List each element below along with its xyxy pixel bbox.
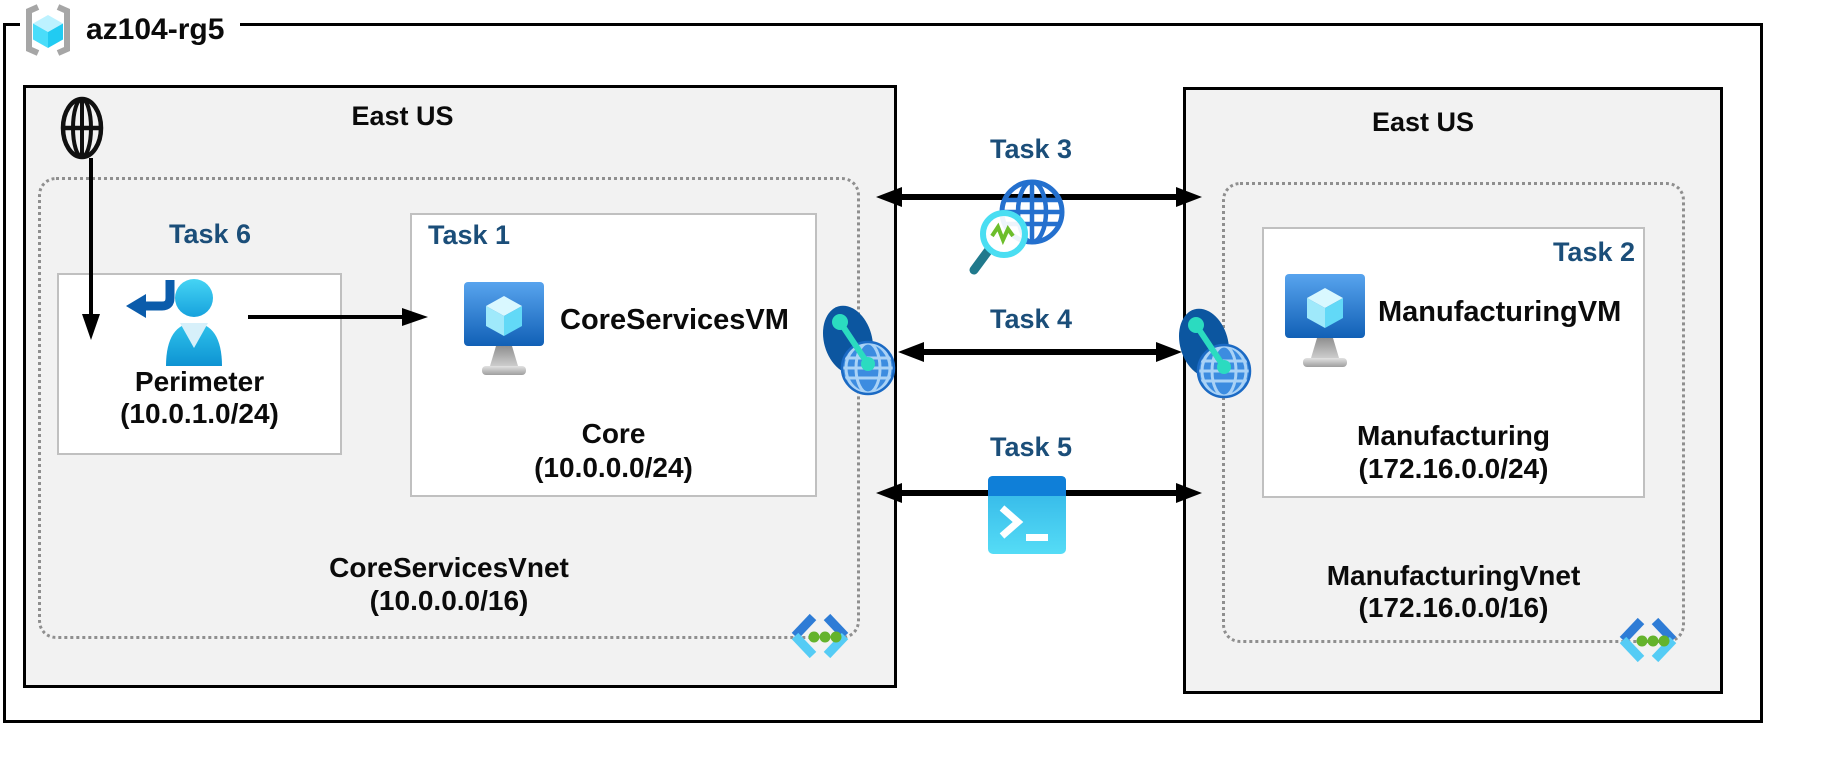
task3-label: Task 3 xyxy=(989,134,1073,164)
code-brackets-icon xyxy=(787,612,853,660)
cloud-shell-icon xyxy=(988,476,1066,554)
left-region-label: East US xyxy=(351,101,454,131)
task3-double-arrow xyxy=(876,185,1202,209)
task4-double-arrow xyxy=(898,340,1182,364)
code-brackets-icon xyxy=(1615,616,1681,664)
resource-group-border xyxy=(3,23,1763,723)
user-return-icon xyxy=(118,276,238,366)
perimeter-subnet-name: Perimeter xyxy=(134,366,265,397)
internet-to-perimeter-arrow xyxy=(79,158,103,342)
task2-label: Task 2 xyxy=(1552,237,1635,267)
right-vnet-box xyxy=(1222,182,1685,643)
core-subnet-box xyxy=(410,213,817,497)
internet-globe-icon xyxy=(60,96,104,160)
vnet-peering-icon xyxy=(1178,305,1252,405)
mfg-subnet-name: Manufacturing xyxy=(1357,420,1550,451)
core-vm-name: CoreServicesVM xyxy=(560,304,789,336)
left-vnet-cidr: (10.0.0.0/16) xyxy=(369,585,529,616)
core-subnet-cidr: (10.0.0.0/24) xyxy=(534,452,693,483)
right-vnet-name: ManufacturingVnet xyxy=(1326,560,1581,591)
left-vnet-box xyxy=(38,177,860,639)
network-watcher-icon xyxy=(960,170,1082,278)
resource-group-name: az104-rg5 xyxy=(86,13,225,46)
task1-label: Task 1 xyxy=(428,220,511,250)
virtual-machine-icon xyxy=(462,280,546,380)
virtual-machine-icon xyxy=(1283,272,1367,372)
perimeter-to-core-arrow xyxy=(248,305,430,329)
resource-group-icon xyxy=(20,2,76,58)
perimeter-subnet-cidr: (10.0.1.0/24) xyxy=(120,398,279,429)
task6-label: Task 6 xyxy=(168,219,252,249)
task5-label: Task 5 xyxy=(989,432,1073,462)
vnet-peering-icon xyxy=(822,302,896,402)
core-subnet-name: Core xyxy=(581,418,646,449)
right-vnet-cidr: (172.16.0.0/16) xyxy=(1358,592,1549,623)
left-vnet-name: CoreServicesVnet xyxy=(329,552,569,583)
mfg-vm-name: ManufacturingVM xyxy=(1378,296,1622,328)
mfg-subnet-cidr: (172.16.0.0/24) xyxy=(1358,453,1549,484)
resource-group-badge: az104-rg5 xyxy=(20,2,241,58)
task4-label: Task 4 xyxy=(989,304,1073,334)
right-region-label: East US xyxy=(1371,107,1475,137)
